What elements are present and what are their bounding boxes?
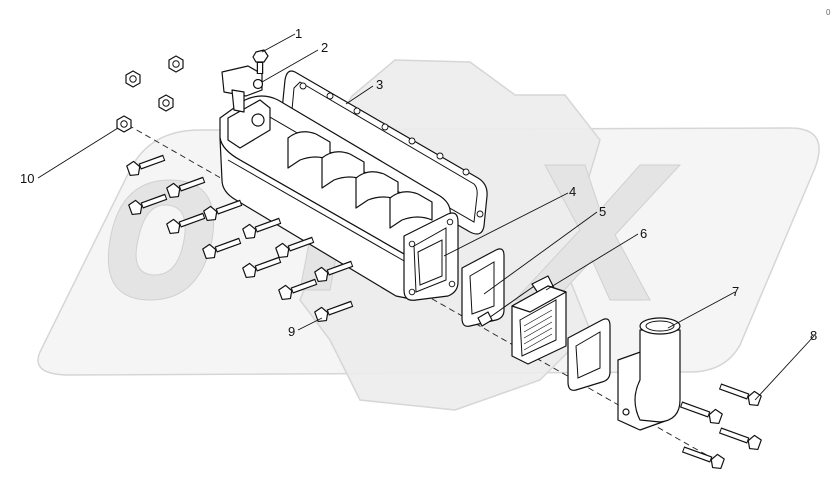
corner-mark: 0 xyxy=(826,8,831,17)
exhaust-manifold xyxy=(219,95,459,301)
grid-heater-block xyxy=(511,285,567,365)
label-9: 9 xyxy=(288,324,295,339)
small-bolt-top xyxy=(252,49,269,74)
assembly-axis-line xyxy=(127,124,713,459)
label-4: 4 xyxy=(569,184,576,199)
label-2: 2 xyxy=(321,40,328,55)
label-8: 8 xyxy=(810,328,817,343)
sensor-bracket xyxy=(221,65,264,113)
label-10: 10 xyxy=(20,171,34,186)
label-3: 3 xyxy=(376,77,383,92)
manifold-bolts xyxy=(126,154,354,323)
flange-gasket-4 xyxy=(461,248,505,327)
leader-lines xyxy=(37,33,815,401)
flange-gasket-6 xyxy=(567,318,611,391)
label-5: 5 xyxy=(599,204,606,219)
elbow-pipe xyxy=(617,317,681,431)
label-7: 7 xyxy=(732,284,739,299)
label-1: 1 xyxy=(295,26,302,41)
label-6: 6 xyxy=(640,226,647,241)
part-labels: 1 2 3 4 5 6 7 8 9 10 xyxy=(20,26,817,343)
elbow-bolts xyxy=(679,383,762,470)
hex-nuts xyxy=(116,55,184,133)
